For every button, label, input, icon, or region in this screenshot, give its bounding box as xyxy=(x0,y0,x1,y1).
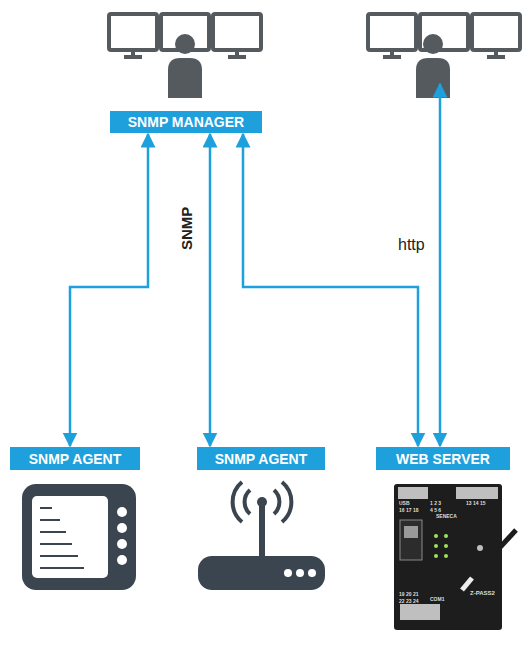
device-marking: SENECA xyxy=(436,513,457,519)
device-marking: 19 20 21 xyxy=(399,591,418,597)
band-label: SNMP AGENT xyxy=(215,451,308,467)
protocol-band: SNMP AGENT xyxy=(10,447,140,470)
snmp-connector xyxy=(209,134,212,446)
device-marking: USB xyxy=(399,500,410,506)
device-marking: Z-PASS2 xyxy=(470,590,495,596)
device-marking: 4 5 6 xyxy=(430,507,441,513)
web-user-person xyxy=(416,34,450,98)
protocol-band: SNMP AGENT xyxy=(197,447,325,470)
device-marking: 22 23 24 xyxy=(399,598,418,604)
band-label: SNMP AGENT xyxy=(29,451,122,467)
manager-workstation xyxy=(109,14,261,57)
zpass2-device xyxy=(394,484,516,630)
protocol-band: WEB SERVER xyxy=(376,447,510,470)
snmp-connector xyxy=(70,134,148,446)
manager-person xyxy=(168,34,202,98)
device-marking: 13 14 15 xyxy=(466,500,485,506)
device-marking: 1 2 3 xyxy=(430,500,441,506)
protocol-band: SNMP MANAGER xyxy=(110,111,262,133)
protocol-label: http xyxy=(398,236,425,254)
connector-label: SNMP xyxy=(178,207,195,250)
hmi-panel-icon xyxy=(22,484,136,590)
snmp-connector xyxy=(243,134,418,446)
web-user-workstation xyxy=(368,14,520,57)
band-label: SNMP MANAGER xyxy=(128,114,244,130)
band-label: WEB SERVER xyxy=(396,451,490,467)
device-marking: 16 17 18 xyxy=(399,507,418,513)
router-icon xyxy=(198,482,325,590)
device-marking: COM1 xyxy=(430,596,444,602)
http-arrow xyxy=(439,84,442,446)
